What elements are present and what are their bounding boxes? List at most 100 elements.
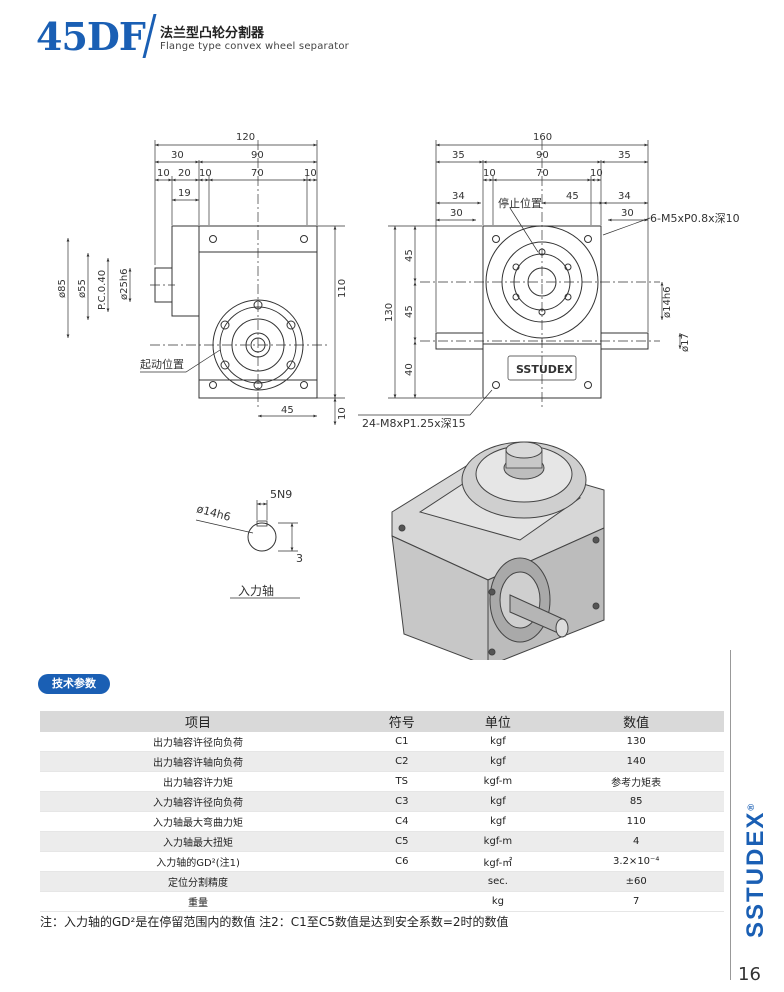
brand-text: SSTUDEX	[742, 810, 769, 938]
brand-divider	[730, 650, 731, 980]
dim-70: 70	[251, 168, 264, 179]
row-symbol	[356, 891, 448, 912]
row-unit: kgf-m	[447, 831, 549, 852]
dim-19: 19	[178, 188, 191, 199]
dim-70r: 70	[536, 168, 549, 179]
row-item: 入力轴的GD²(注1)	[40, 851, 357, 872]
row-item: 出力轴容许力矩	[40, 771, 357, 792]
spec-table: 项目 符号 单位 数值 出力轴容许径向负荷 C1 kgf 130 出力轴容许轴向…	[40, 711, 724, 912]
dim-90: 90	[251, 150, 264, 161]
dim-20: 20	[178, 168, 191, 179]
row-unit: kgf	[447, 732, 549, 752]
start-position-label: 起动位置	[140, 357, 184, 371]
dim-phi17: ø17	[680, 333, 691, 352]
spec-section-title: 技术参数	[38, 674, 110, 694]
row-value: 130	[548, 732, 724, 752]
dim-34b: 34	[618, 191, 631, 202]
footnote: 注：入力轴的GD²是在停留范围内的数值 注2：C1至C5数值是达到安全系数=2时…	[40, 915, 509, 929]
row-value: 4	[548, 831, 724, 852]
left-flange	[171, 225, 200, 317]
table-row: 入力轴的GD²(注1) C6 kgf-㎡ 3.2×10⁻⁴	[40, 851, 724, 872]
dim-10rb: 10	[590, 168, 603, 179]
dim-v130: 130	[384, 303, 395, 322]
header-item: 项目	[40, 711, 357, 732]
dim-30rb: 30	[621, 208, 634, 219]
technical-drawing: 120 30 90 10 20 10 70 10 19 45 110 10 ø8…	[57, 132, 740, 660]
dim-10d: 10	[337, 407, 348, 420]
row-unit: kgf-㎡	[447, 851, 549, 872]
shaft-detail	[195, 500, 300, 599]
row-unit: sec.	[447, 871, 549, 892]
row-value: 参考力矩表	[548, 771, 724, 792]
isometric-view	[391, 441, 605, 660]
right-view-labels: 160 35 90 35 10 70 10 34 45 34 30 30 停止位…	[362, 132, 740, 430]
title-english: Flange type convex wheel separator	[160, 41, 349, 52]
row-value: 3.2×10⁻⁴	[548, 851, 724, 872]
header-symbol: 符号	[356, 711, 448, 732]
row-symbol: C2	[356, 751, 448, 772]
row-symbol: C5	[356, 831, 448, 852]
row-unit: kgf-m	[447, 771, 549, 792]
row-symbol: C1	[356, 732, 448, 752]
dim-35a: 35	[452, 150, 465, 161]
row-symbol: C3	[356, 791, 448, 812]
row-value: ±60	[548, 871, 724, 892]
holes-24-label: 24-M8xP1.25x深15	[362, 417, 466, 430]
left-view	[66, 140, 345, 425]
dim-10c: 10	[304, 168, 317, 179]
table-row: 出力轴容许轴向负荷 C2 kgf 140	[40, 751, 724, 772]
row-item: 出力轴容许轴向负荷	[40, 751, 357, 772]
title-chinese: 法兰型凸轮分割器	[160, 26, 265, 41]
row-item: 定位分割精度	[40, 871, 357, 892]
dim-phi14h6-r: ø14h6	[662, 286, 673, 318]
row-symbol: C6	[356, 851, 448, 872]
row-item: 出力轴容许径向负荷	[40, 732, 357, 752]
model-title: 45DF	[36, 14, 146, 59]
table-row: 入力轴容许径向负荷 C3 kgf 85	[40, 791, 724, 812]
dim-v40: 40	[404, 363, 415, 376]
row-unit: kg	[447, 891, 549, 912]
row-value: 85	[548, 791, 724, 812]
table-row: 入力轴最大扭矩 C5 kgf-m 4	[40, 831, 724, 852]
table-row: 重量 kg 7	[40, 891, 724, 912]
registered-mark: ®	[746, 802, 756, 811]
row-value: 7	[548, 891, 724, 912]
dim-phi25h6: ø25h6	[119, 268, 130, 300]
table-header-row: 项目 符号 单位 数值	[40, 711, 724, 732]
header-unit: 单位	[447, 711, 549, 732]
dim-90r: 90	[536, 150, 549, 161]
cast-brand-label: SSTUDEX	[516, 363, 573, 376]
table-row: 出力轴容许力矩 TS kgf-m 参考力矩表	[40, 771, 724, 792]
dim-110: 110	[337, 279, 348, 298]
row-item: 重量	[40, 891, 357, 912]
table-row: 出力轴容许径向负荷 C1 kgf 130	[40, 732, 724, 752]
row-symbol: TS	[356, 771, 448, 792]
dim-10b: 10	[199, 168, 212, 179]
dim-30ra: 30	[450, 208, 463, 219]
input-shaft-caption: 入力轴	[238, 583, 274, 598]
row-item: 入力轴最大弯曲力矩	[40, 811, 357, 832]
dim-35b: 35	[618, 150, 631, 161]
shaft-phi-label: ø14h6	[195, 502, 232, 524]
dim-v45b: 45	[404, 305, 415, 318]
right-view	[358, 140, 682, 416]
page-number: 16	[738, 964, 761, 985]
row-value: 110	[548, 811, 724, 832]
row-value: 140	[548, 751, 724, 772]
depth-label: 3	[296, 552, 303, 565]
dim-10ra: 10	[483, 168, 496, 179]
dim-30: 30	[171, 150, 184, 161]
left-view-labels: 120 30 90 10 20 10 70 10 19 45 110 10 ø8…	[57, 132, 348, 420]
row-unit: kgf	[447, 751, 549, 772]
row-unit: kgf	[447, 791, 549, 812]
dim-160: 160	[533, 132, 552, 143]
brand-logo: SSTUDEX®	[742, 802, 770, 938]
key-label: 5N9	[270, 488, 292, 501]
dim-phi85: ø85	[57, 279, 68, 298]
dim-pc040: P.C.0.40	[97, 270, 108, 310]
stop-position-label: 停止位置	[498, 196, 542, 210]
dim-phi55: ø55	[77, 279, 88, 298]
header-value: 数值	[548, 711, 724, 732]
dim-10a: 10	[157, 168, 170, 179]
dim-45r: 45	[566, 191, 579, 202]
